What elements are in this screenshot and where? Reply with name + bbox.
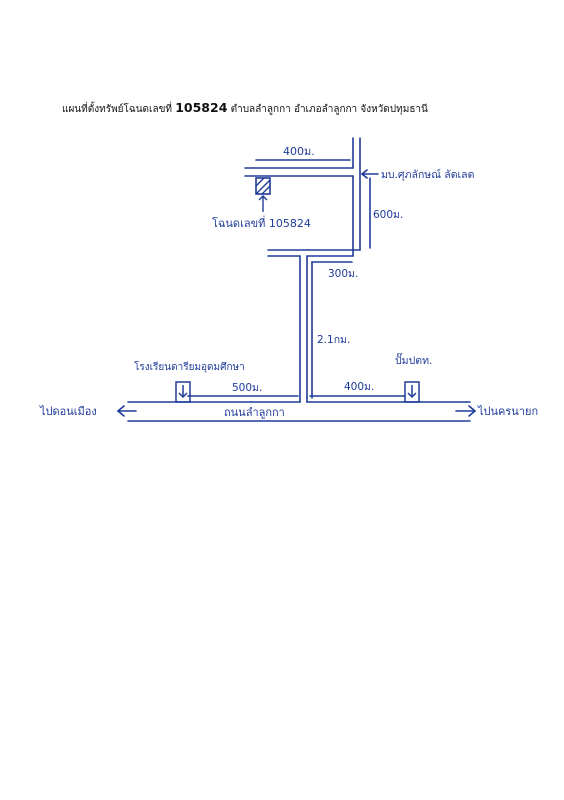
to-nakhonnayok-label: ไปนครนายก bbox=[477, 405, 538, 418]
gas-station-marker bbox=[404, 381, 420, 403]
school-marker bbox=[175, 381, 191, 403]
property-parcel bbox=[255, 177, 271, 212]
dist-500-label: 500ม. bbox=[232, 382, 262, 394]
gas-station-label: ปั๊มปตท. bbox=[395, 352, 432, 367]
to-donmueang-label: ไปดอนเมือง bbox=[39, 405, 97, 418]
title-suffix: ตำบลลำลูกกา อำเภอลำลูกกา จังหวัดปทุมธานี bbox=[230, 104, 428, 115]
dist-2km-label: 2.1กม. bbox=[317, 334, 350, 346]
deed-number: 105824 bbox=[175, 100, 228, 115]
dist-300-label: 300ม. bbox=[328, 268, 358, 280]
dist-top-label: 400ม. bbox=[283, 145, 315, 158]
dist-600-label: 600ม. bbox=[373, 209, 403, 221]
dist-400-bottom-label: 400ม. bbox=[344, 381, 374, 393]
school-label: โรงเรียนดารียมอุดมศึกษา bbox=[134, 360, 245, 373]
page-title: แผนที่ตั้งทรัพย์โฉนดเลขที่ 105824 ตำบลลำ… bbox=[62, 100, 428, 117]
road-name-label: ถนนลำลูกกา bbox=[224, 406, 285, 419]
deed-label: โฉนดเลขที่ 105824 bbox=[212, 215, 311, 230]
village-label: มบ.ศุภลักษณ์ ลัดเลด bbox=[381, 168, 474, 181]
title-prefix: แผนที่ตั้งทรัพย์โฉนดเลขที่ bbox=[62, 104, 173, 115]
